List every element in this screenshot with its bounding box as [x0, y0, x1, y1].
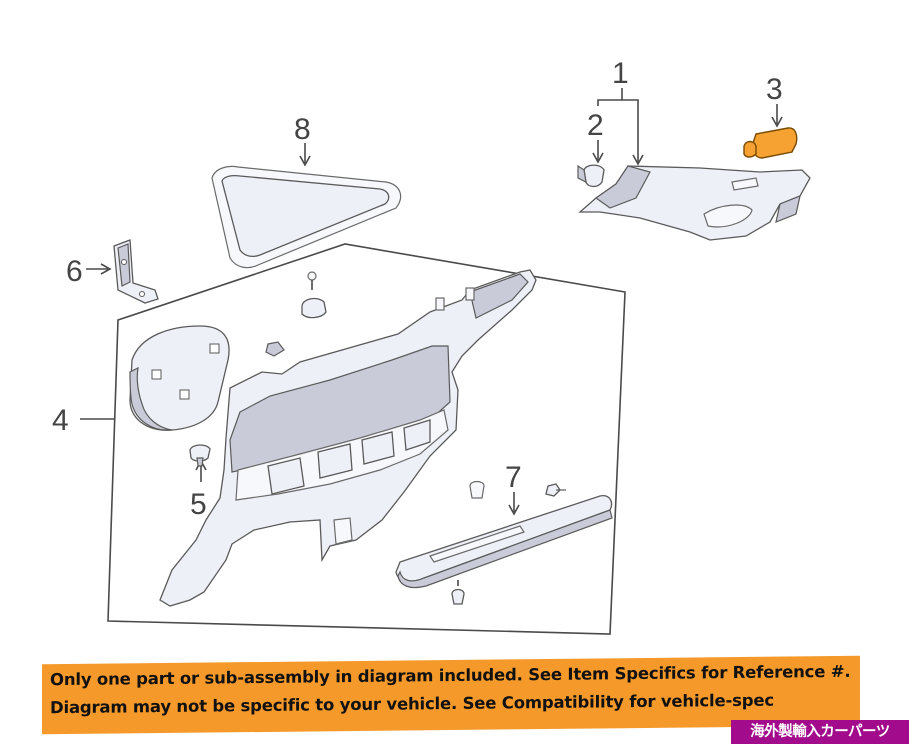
speaker-cover — [129, 325, 230, 431]
assembly-frame — [107, 243, 626, 635]
arrowhead-6 — [100, 263, 112, 275]
arrowhead-8 — [299, 155, 311, 167]
callout-3: 3 — [766, 73, 783, 106]
callout-8: 8 — [294, 113, 311, 146]
upper-quarter-trim — [578, 165, 811, 241]
arrowhead-3 — [771, 116, 783, 128]
arrowhead-1 — [632, 154, 644, 166]
callout-1: 1 — [612, 57, 629, 90]
callout-5: 5 — [190, 488, 207, 521]
callout-4: 4 — [52, 404, 69, 437]
leader-1 — [597, 88, 639, 162]
quarter-trim-panel — [159, 269, 537, 607]
scuff-sill-plate — [395, 495, 613, 589]
arrowhead-2 — [592, 152, 604, 164]
quarter-window-glass — [211, 165, 402, 269]
trim-clip — [577, 164, 605, 188]
highlighted-part-3 — [743, 127, 798, 159]
watermark-badge: 海外製輸入カーパーツ — [731, 720, 909, 744]
callout-6: 6 — [66, 255, 83, 288]
callout-2: 2 — [587, 109, 604, 142]
bracket — [113, 239, 159, 304]
arrowhead-7 — [508, 504, 520, 516]
callout-7: 7 — [505, 461, 522, 494]
sill-fasteners — [451, 480, 566, 605]
screw-clip-top — [265, 271, 327, 357]
push-pin-fastener — [189, 444, 211, 467]
